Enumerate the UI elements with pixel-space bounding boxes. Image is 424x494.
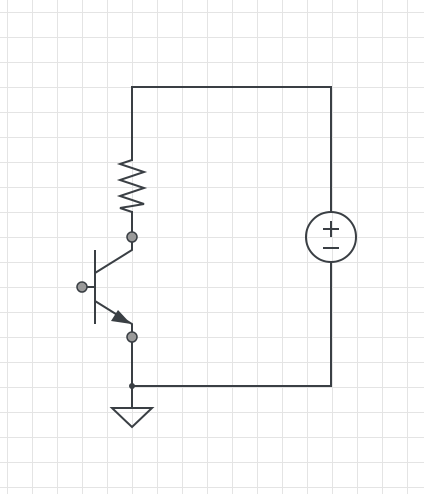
ground-icon[interactable] [109,407,155,429]
junction-dot [129,383,135,389]
voltage-source-body [305,211,357,263]
emitter-pin[interactable] [126,331,138,343]
voltage-source[interactable] [305,211,357,263]
emitter-arrow-icon [111,310,131,324]
wire-top-loop[interactable] [131,86,332,213]
collector-pin[interactable] [126,231,138,243]
npn-transistor[interactable] [82,237,133,337]
wires [131,86,332,409]
wire-bottom-loop[interactable] [131,261,332,387]
transistor-collector-lead [94,237,133,274]
base-pin[interactable] [76,281,88,293]
resistor[interactable] [116,159,148,213]
